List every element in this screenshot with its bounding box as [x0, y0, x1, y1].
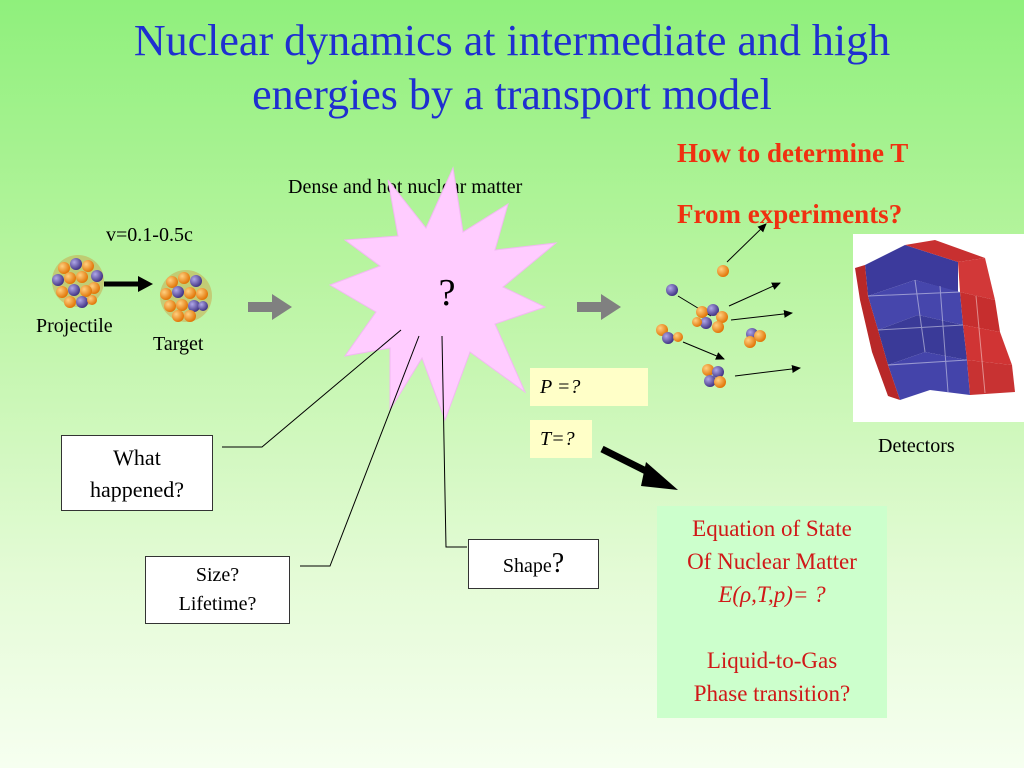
shape-question-mark: ?: [551, 548, 565, 579]
pressure-box: P =?: [530, 368, 648, 406]
projectile-nucleus: [52, 255, 104, 308]
eos-line-5: Phase transition?: [693, 681, 851, 706]
dense-matter-label: Dense and hot nuclear matter: [288, 176, 523, 198]
leader-what-happened: [222, 329, 402, 448]
size-line: Size?: [195, 564, 240, 586]
title-line-1: Nuclear dynamics at intermediate and hig…: [133, 16, 891, 65]
lifetime-line: Lifetime?: [178, 593, 257, 615]
eos-line-4: Liquid-to-Gas: [706, 648, 838, 673]
gray-arrow-right: [577, 294, 621, 320]
equation-of-state-box: Equation of State Of Nuclear Matter E(ρ,…: [657, 506, 887, 718]
hot-matter-starburst: [328, 166, 558, 422]
leader-shape: [441, 335, 467, 548]
shape-box: Shape?: [468, 539, 599, 589]
eos-formula: E(ρ,T,p)= ?: [718, 582, 826, 607]
shape-text: Shape: [502, 555, 552, 577]
reaction-fragments: [656, 223, 801, 388]
what-happened-line-1: What: [113, 445, 161, 470]
page-title: Nuclear dynamics at intermediate and hig…: [0, 14, 1024, 122]
gray-arrow-left: [248, 294, 292, 320]
leader-size-lifetime: [300, 335, 420, 567]
detectors-label: Detectors: [878, 435, 955, 457]
target-nucleus: [160, 270, 212, 322]
title-line-2: energies by a transport model: [252, 70, 772, 119]
eos-spacer: [657, 611, 887, 644]
what-happened-line-2: happened?: [89, 477, 185, 502]
star-question-mark: ?: [439, 272, 456, 314]
size-lifetime-box: Size? Lifetime?: [145, 556, 290, 624]
eos-line-1: Equation of State: [692, 516, 852, 541]
question-how-to-determine-t: How to determine T: [677, 138, 909, 168]
question-from-experiments: From experiments?: [677, 199, 903, 229]
velocity-label: v=0.1-0.5c: [106, 224, 193, 246]
black-arrowhead: [641, 462, 678, 490]
target-label: Target: [153, 333, 204, 355]
what-happened-box: What happened?: [61, 435, 213, 511]
temperature-box: T=?: [530, 420, 592, 458]
detector-array-image: [853, 234, 1024, 422]
eos-line-2: Of Nuclear Matter: [687, 549, 857, 574]
velocity-arrowhead: [138, 276, 153, 292]
projectile-label: Projectile: [36, 315, 113, 337]
